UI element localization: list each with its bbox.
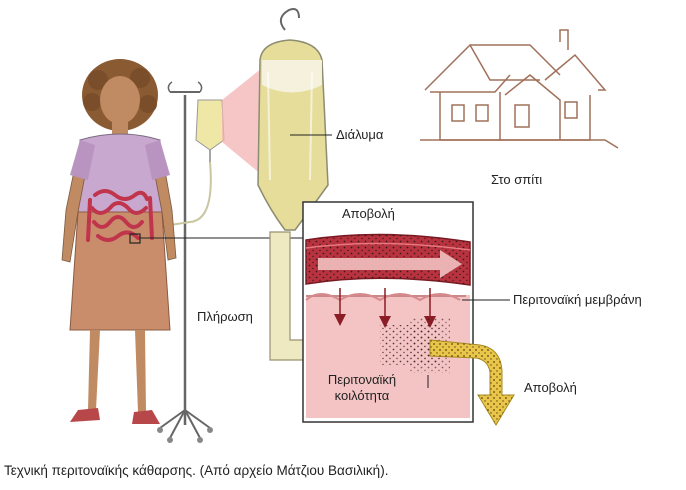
peritoneal-dialysis-illustration	[61, 8, 619, 443]
iv-stand-icon	[157, 81, 213, 443]
zoom-cone	[222, 68, 262, 175]
blood-vessel	[305, 233, 471, 286]
home-label: Στο σπίτι	[491, 172, 543, 187]
cavity-label-line2: κοιλότητα	[334, 388, 390, 403]
woman-figure	[61, 59, 177, 424]
drain-arrow-icon	[429, 339, 515, 426]
drain-right-label: Αποβολή	[524, 380, 577, 395]
cavity-label-line1: Περιτοναϊκή	[327, 372, 397, 387]
membrane-label: Περιτοναϊκή μεμβράνη	[513, 292, 642, 307]
drain-top-label: Αποβολή	[342, 206, 395, 221]
cavity-label: Περιτοναϊκή κοιλότητα	[310, 372, 414, 404]
zoom-box	[302, 201, 510, 423]
small-bag-icon	[149, 99, 225, 229]
filling-label: Πλήρωση	[197, 309, 253, 324]
house-icon	[420, 29, 619, 149]
solution-bag-icon	[257, 8, 332, 231]
figure-caption: Τεχνική περιτοναϊκής κάθαρσης. (Από αρχε…	[4, 463, 389, 478]
solution-label: Διάλυμα	[336, 127, 384, 142]
